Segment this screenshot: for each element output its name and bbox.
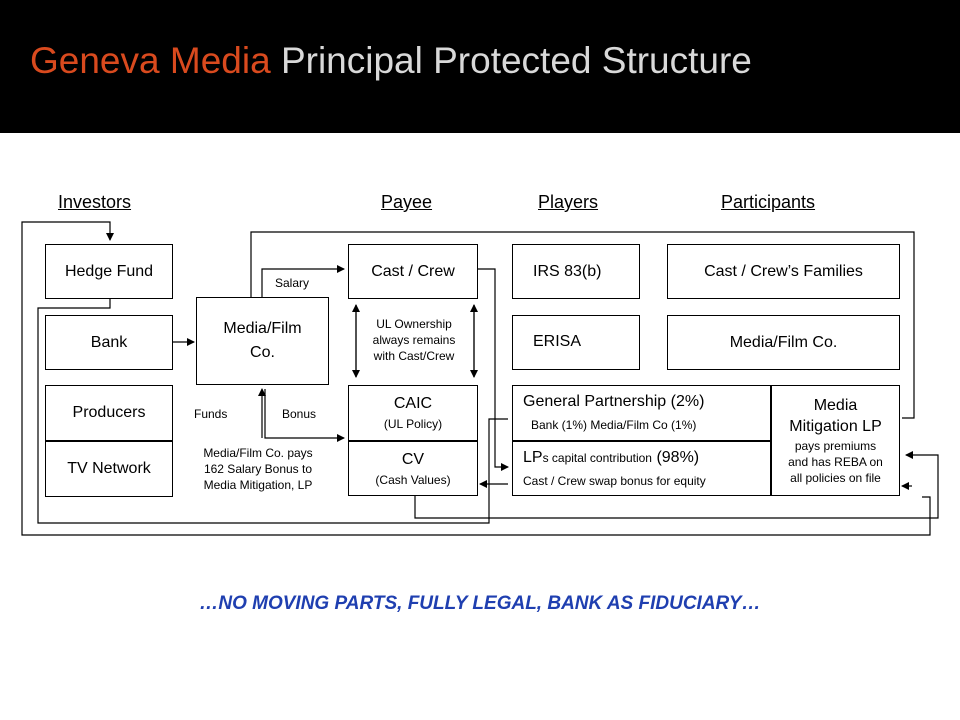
caic-label: CAIC <box>393 395 433 412</box>
note-line-3: Media Mitigation, LP <box>203 478 313 492</box>
mm-line-5: all policies on file <box>790 470 881 485</box>
limited-partners-box: LPs capital contribution (98%) Cast / Cr… <box>512 441 771 496</box>
title-highlight: Geneva Media <box>30 40 271 81</box>
tv-network-box: TV Network <box>45 441 173 497</box>
families-box: Cast / Crew’s Families <box>667 244 900 299</box>
column-heading-players: Players <box>538 192 599 212</box>
participant-media-film-box: Media/Film Co. <box>667 315 900 370</box>
funds-label: Funds <box>194 407 228 421</box>
erisa-label: ERISA <box>533 333 582 350</box>
hedge-fund-box: Hedge Fund <box>45 244 173 299</box>
hedge-fund-label: Hedge Fund <box>64 262 154 280</box>
producers-label: Producers <box>72 404 146 421</box>
salary-label: Salary <box>275 276 310 290</box>
media-film-line2: Co. <box>250 344 275 361</box>
media-film-line1: Media/Film <box>223 320 302 337</box>
loop-to-hedge-fund <box>21 221 931 536</box>
lp-main: LP <box>523 449 543 466</box>
caic-sub: (UL Policy) <box>383 417 443 431</box>
mm-line-1: Media <box>813 396 858 414</box>
page-title: Geneva Media Principal Protected Structu… <box>30 40 752 82</box>
lp-rest: s capital contribution <box>542 451 652 465</box>
bank-box: Bank <box>45 315 173 370</box>
cast-crew-label: Cast / Crew <box>371 262 455 280</box>
ul-line-1: UL Ownership <box>376 317 452 331</box>
general-partnership-box: General Partnership (2%) Bank (1%) Media… <box>512 385 771 441</box>
bonus-label: Bonus <box>282 407 317 421</box>
ul-line-3: with Cast/Crew <box>373 349 455 363</box>
column-heading-participants: Participants <box>721 192 816 212</box>
lp-line: LPs capital contribution (98%) <box>523 449 699 467</box>
footer-tagline: …NO MOVING PARTS, FULLY LEGAL, BANK AS F… <box>199 593 761 614</box>
salary-bonus-note: Media/Film Co. pays 162 Salary Bonus to … <box>178 445 338 493</box>
mm-line-4: and has REBA on <box>788 454 883 469</box>
caic-box: CAIC (UL Policy) <box>348 385 478 441</box>
arrow-salary <box>261 265 345 297</box>
irs-83b-label: IRS 83(b) <box>533 263 602 280</box>
erisa-box: ERISA <box>512 315 640 370</box>
media-film-box: Media/Film Co. <box>196 297 329 385</box>
ul-line-2: always remains <box>372 333 456 347</box>
gp-label: General Partnership (2%) <box>523 393 705 410</box>
lp-pct: (98%) <box>656 449 700 466</box>
arrow-cast-to-lp <box>478 268 509 471</box>
participant-media-film-label: Media/Film Co. <box>729 333 838 351</box>
gp-sub: Bank (1%) Media/Film Co (1%) <box>531 418 697 432</box>
ul-ownership-note: UL Ownership always remains with Cast/Cr… <box>352 316 476 364</box>
cv-box: CV (Cash Values) <box>348 441 478 496</box>
producers-box: Producers <box>45 385 173 441</box>
arrow-bonus <box>264 389 345 442</box>
families-label: Cast / Crew’s Families <box>704 262 863 280</box>
lp-sub: Cast / Crew swap bonus for equity <box>523 474 706 488</box>
loop-to-media-mitigation <box>414 451 939 519</box>
irs-83b-box: IRS 83(b) <box>512 244 640 299</box>
column-heading-investors: Investors <box>58 192 132 212</box>
media-mitigation-box: Media Mitigation LP pays premiums and ha… <box>771 385 900 496</box>
title-rest: Principal Protected Structure <box>280 40 752 81</box>
bank-label: Bank <box>90 333 128 351</box>
tv-network-label: TV Network <box>67 460 151 477</box>
note-line-1: Media/Film Co. pays <box>203 446 313 460</box>
title-bar: Geneva Media Principal Protected Structu… <box>0 0 960 133</box>
mm-line-3: pays premiums <box>794 438 877 453</box>
cv-sub: (Cash Values) <box>375 472 451 487</box>
loop-media-top <box>250 231 915 419</box>
column-heading-payee: Payee <box>381 192 433 212</box>
connector-hedge-fund <box>37 299 508 524</box>
cv-label: CV <box>401 450 425 468</box>
cast-crew-box: Cast / Crew <box>348 244 478 299</box>
mm-line-2: Mitigation LP <box>789 417 882 435</box>
note-line-2: 162 Salary Bonus to <box>203 462 313 476</box>
